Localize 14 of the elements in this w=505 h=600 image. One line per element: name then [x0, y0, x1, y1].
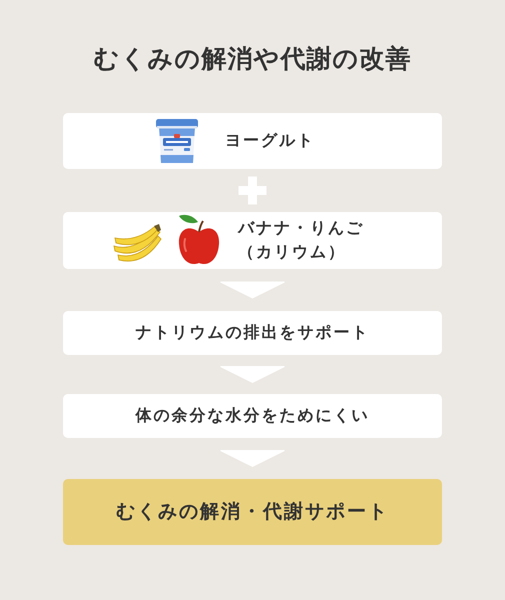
- result-box: [63, 479, 442, 545]
- step-box: [63, 311, 442, 355]
- step-box: [63, 212, 442, 269]
- step-text: ナトリウムの排出をサポート: [136, 322, 370, 344]
- step-text: ヨーグルト: [225, 130, 316, 152]
- step-text: 体の余分な水分をためにくい: [136, 404, 370, 427]
- chevron-arrow: [220, 450, 285, 468]
- step-box: [63, 113, 442, 169]
- title: むくみの解消や代謝の改善: [94, 44, 412, 74]
- result-text: むくみの解消・代謝サポート: [116, 499, 389, 524]
- step-text: バナナ・りんご（カリウム）: [238, 216, 365, 264]
- chevron-arrow: [220, 366, 285, 384]
- step-box: [63, 394, 442, 438]
- chevron-arrow: [220, 282, 285, 299]
